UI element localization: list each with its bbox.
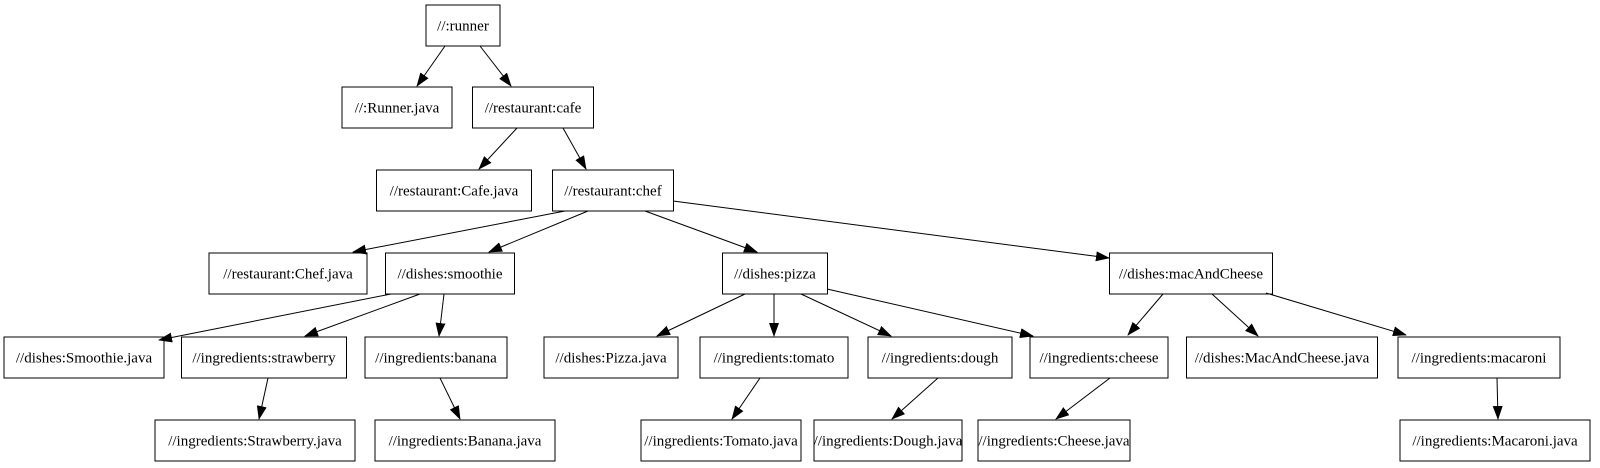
node-label-strawberry-java: //ingredients:Strawberry.java: [168, 434, 342, 450]
node-box-cafe: [472, 86, 594, 129]
edge-tomato-to-tomato-java: [731, 377, 761, 420]
edge-macaroni-to-macaroni-java: [1492, 377, 1503, 420]
node-box-cheese-java: [977, 419, 1131, 462]
node-box-mac-and-cheese: [1109, 252, 1273, 295]
node-mac-and-cheese-java: //dishes:MacAndCheese.java: [1186, 336, 1378, 379]
node-label-macaroni: //ingredients:macaroni: [1412, 351, 1547, 367]
node-chef-java: //restaurant:Chef.java: [208, 252, 368, 295]
edge-smoothie-to-banana: [435, 293, 446, 337]
node-label-macaroni-java: //ingredients:Macaroni.java: [1412, 434, 1578, 450]
node-label-banana-java: //ingredients:Banana.java: [389, 434, 542, 450]
edge-dough-to-dough-java: [891, 377, 939, 420]
node-label-tomato-java: //ingredients:Tomato.java: [644, 434, 798, 450]
node-box-macaroni: [1397, 336, 1561, 379]
node-box-smoothie-java: [3, 336, 165, 379]
node-box-dough-java: [813, 419, 963, 462]
edge-runner-to-cafe: [479, 45, 512, 87]
node-smoothie-java: //dishes:Smoothie.java: [3, 336, 165, 379]
node-dough: //ingredients:dough: [867, 336, 1013, 379]
node-macaroni: //ingredients:macaroni: [1397, 336, 1561, 379]
node-label-tomato: //ingredients:tomato: [714, 351, 835, 367]
node-cafe-java: //restaurant:Cafe.java: [376, 169, 532, 212]
node-label-cheese: //ingredients:cheese: [1039, 351, 1158, 367]
node-box-chef-java: [208, 252, 368, 295]
node-label-cafe-java: //restaurant:Cafe.java: [390, 184, 519, 200]
edge-pizza-to-dough: [800, 293, 892, 337]
node-cheese-java: //ingredients:Cheese.java: [977, 419, 1131, 462]
node-pizza: //dishes:pizza: [722, 252, 828, 295]
node-label-cheese-java: //ingredients:Cheese.java: [978, 434, 1130, 450]
node-banana: //ingredients:banana: [364, 336, 508, 379]
node-label-runner-java: //:Runner.java: [355, 101, 440, 117]
edge-cheese-to-cheese-java: [1055, 377, 1111, 420]
node-chef: //restaurant:chef: [552, 169, 674, 212]
edge-smoothie-to-strawberry: [304, 293, 421, 337]
node-dough-java: //ingredients:Dough.java: [813, 419, 963, 462]
node-runner-java: //:Runner.java: [341, 86, 453, 129]
node-box-cafe-java: [376, 169, 532, 212]
node-label-chef: //restaurant:chef: [564, 184, 661, 200]
node-label-banana: //ingredients:banana: [375, 351, 497, 367]
node-label-mac-and-cheese: //dishes:macAndCheese: [1119, 267, 1263, 283]
node-pizza-java: //dishes:Pizza.java: [543, 336, 679, 379]
edge-pizza-to-pizza-java: [656, 293, 746, 337]
node-label-strawberry: //ingredients:strawberry: [192, 351, 336, 367]
node-label-runner: //:runner: [437, 19, 489, 35]
node-mac-and-cheese: //dishes:macAndCheese: [1109, 252, 1273, 295]
node-label-smoothie-java: //dishes:Smoothie.java: [16, 351, 153, 367]
edge-strawberry-to-strawberry-java: [256, 377, 269, 420]
node-box-smoothie: [385, 252, 515, 295]
node-label-mac-and-cheese-java: //dishes:MacAndCheese.java: [1195, 351, 1370, 367]
node-cheese: //ingredients:cheese: [1029, 336, 1169, 379]
edge-mac-and-cheese-to-mac-and-cheese-java: [1211, 293, 1259, 337]
edge-runner-to-runner-java: [416, 45, 446, 87]
edge-chef-to-smoothie: [488, 210, 589, 253]
node-box-dough: [867, 336, 1013, 379]
node-box-cheese: [1029, 336, 1169, 379]
node-strawberry-java: //ingredients:Strawberry.java: [154, 419, 356, 462]
edge-banana-to-banana-java: [439, 377, 461, 420]
node-label-pizza: //dishes:pizza: [734, 267, 816, 283]
edge-chef-to-pizza: [644, 210, 758, 253]
edge-mac-and-cheese-to-cheese: [1127, 293, 1164, 336]
node-strawberry: //ingredients:strawberry: [181, 336, 347, 379]
node-tomato: //ingredients:tomato: [699, 336, 849, 379]
node-box-pizza: [722, 252, 828, 295]
node-box-runner-java: [341, 86, 453, 129]
node-label-pizza-java: //dishes:Pizza.java: [555, 351, 667, 367]
node-box-runner: [425, 4, 501, 47]
node-label-dough-java: //ingredients:Dough.java: [814, 434, 963, 450]
edge-layer: [158, 45, 1503, 420]
node-label-dough: //ingredients:dough: [882, 351, 999, 367]
node-box-pizza-java: [543, 336, 679, 379]
node-box-tomato: [699, 336, 849, 379]
edge-smoothie-to-smoothie-java: [158, 293, 392, 343]
node-box-tomato-java: [640, 419, 802, 462]
node-runner: //:runner: [425, 4, 501, 47]
node-box-chef: [552, 169, 674, 212]
node-smoothie: //dishes:smoothie: [385, 252, 515, 295]
node-label-cafe: //restaurant:cafe: [485, 101, 582, 117]
node-tomato-java: //ingredients:Tomato.java: [640, 419, 802, 462]
node-layer: //:runner //:Runner.java //restaurant:cafe…: [3, 4, 1591, 462]
edge-chef-to-mac-and-cheese: [672, 200, 1110, 262]
node-banana-java: //ingredients:Banana.java: [374, 419, 556, 462]
node-box-banana-java: [374, 419, 556, 462]
node-box-strawberry-java: [154, 419, 356, 462]
node-box-strawberry: [181, 336, 347, 379]
node-box-mac-and-cheese-java: [1186, 336, 1378, 379]
node-box-macaroni-java: [1399, 419, 1591, 462]
edge-cafe-to-chef: [562, 127, 587, 170]
node-label-chef-java: //restaurant:Chef.java: [223, 267, 353, 283]
edge-cafe-to-cafe-java: [478, 127, 518, 170]
node-cafe: //restaurant:cafe: [472, 86, 594, 129]
node-box-banana: [364, 336, 508, 379]
edge-chef-to-chef-java: [352, 210, 566, 255]
edge-mac-and-cheese-to-macaroni: [1265, 292, 1407, 337]
node-label-smoothie: //dishes:smoothie: [398, 267, 503, 283]
node-macaroni-java: //ingredients:Macaroni.java: [1399, 419, 1591, 462]
edge-pizza-to-cheese: [826, 288, 1034, 338]
